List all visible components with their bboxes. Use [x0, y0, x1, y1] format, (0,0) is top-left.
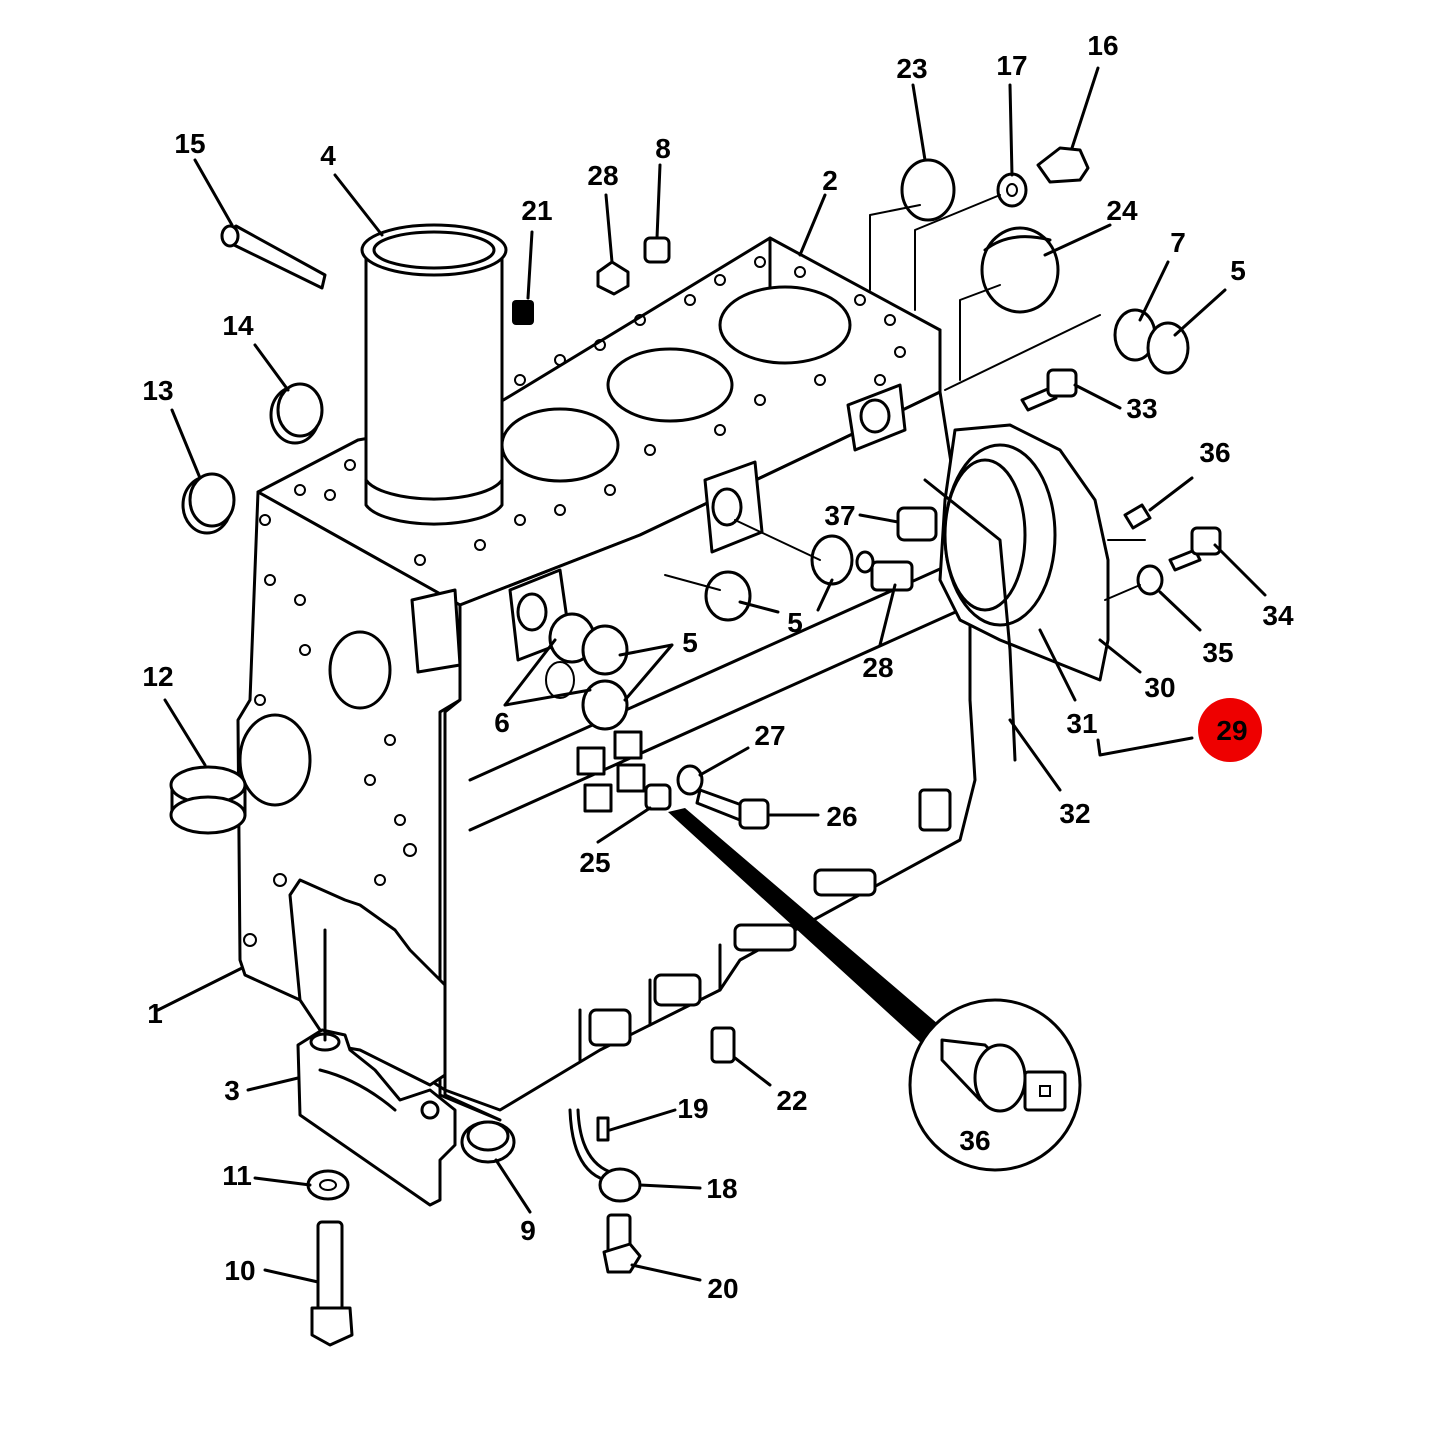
callout-36[interactable]: 36	[1199, 437, 1230, 468]
callout-23[interactable]: 23	[896, 53, 927, 84]
sensor	[644, 783, 672, 811]
callout-29[interactable]: 29	[1216, 715, 1247, 746]
callout-27[interactable]: 27	[754, 720, 785, 751]
callout-9[interactable]: 9	[520, 1215, 536, 1246]
callout-5[interactable]: 5	[1230, 255, 1246, 286]
piston-cooling-jet	[568, 1108, 642, 1203]
bolt	[1020, 368, 1078, 412]
core-plug	[900, 158, 956, 222]
callout-labels: 1 2 3 4 5 5 5 5 6 7 8 9 10 11 12 13 14 1…	[142, 30, 1294, 1304]
washer	[1136, 564, 1164, 596]
callout-35[interactable]: 35	[1202, 637, 1233, 668]
gasket	[923, 478, 1017, 762]
callout-30[interactable]: 30	[1144, 672, 1175, 703]
callout-26[interactable]: 26	[826, 801, 857, 832]
callout-5[interactable]: 5	[787, 607, 803, 638]
callout-34[interactable]: 34	[1262, 600, 1294, 631]
washer	[306, 1169, 350, 1201]
callout-6[interactable]: 6	[494, 707, 510, 738]
bolt	[1168, 526, 1222, 572]
core-plug-large	[980, 226, 1060, 314]
callout-14[interactable]: 14	[222, 310, 254, 341]
callout-2[interactable]: 2	[822, 165, 838, 196]
callout-31[interactable]: 31	[1066, 708, 1097, 739]
callout-8[interactable]: 8	[655, 133, 671, 164]
bolt	[676, 764, 770, 830]
sealing-washer	[996, 172, 1028, 208]
plug	[855, 550, 914, 592]
square-nuts	[576, 730, 646, 813]
callout-33[interactable]: 33	[1126, 393, 1157, 424]
callout-37[interactable]: 37	[824, 500, 855, 531]
dowel	[1123, 503, 1152, 530]
callout-13[interactable]: 13	[142, 375, 173, 406]
rear-seal-housing	[938, 423, 1110, 682]
callout-28[interactable]: 28	[862, 652, 893, 683]
callout-18[interactable]: 18	[706, 1173, 737, 1204]
callout-19[interactable]: 19	[677, 1093, 708, 1124]
callout-20[interactable]: 20	[707, 1273, 738, 1304]
main-bearing-cap	[296, 928, 457, 1207]
callout-15[interactable]: 15	[174, 128, 205, 159]
callout-28[interactable]: 28	[587, 160, 618, 191]
callout-22[interactable]: 22	[776, 1085, 807, 1116]
core-plug	[181, 472, 236, 535]
core-plug	[269, 382, 324, 445]
main-bearing-bolt	[310, 1220, 354, 1347]
highlight-marker-29[interactable]	[1198, 698, 1262, 762]
dowel-pin	[512, 300, 534, 325]
callout-3[interactable]: 3	[224, 1075, 240, 1106]
callout-10[interactable]: 10	[224, 1255, 255, 1286]
bolt	[602, 1213, 642, 1274]
callout-25[interactable]: 25	[579, 847, 610, 878]
dowel	[710, 1026, 736, 1064]
inset-label: 36	[959, 1125, 990, 1156]
callout-1[interactable]: 1	[147, 998, 163, 1029]
callout-32[interactable]: 32	[1059, 798, 1090, 829]
hex-plug	[1036, 146, 1090, 184]
camshaft-bush	[545, 534, 854, 731]
callout-4[interactable]: 4	[320, 140, 336, 171]
camshaft-bush	[169, 765, 247, 835]
callout-5[interactable]: 5	[682, 627, 698, 658]
adapter	[896, 506, 938, 542]
camshaft-bush	[1113, 308, 1190, 375]
sensor-inset: 36	[668, 808, 1082, 1172]
callout-7[interactable]: 7	[1170, 227, 1186, 258]
callout-17[interactable]: 17	[996, 50, 1027, 81]
threaded-plug	[643, 236, 671, 264]
callout-11[interactable]: 11	[222, 1160, 252, 1191]
callout-24[interactable]: 24	[1106, 195, 1138, 226]
callout-12[interactable]: 12	[142, 661, 173, 692]
drain-plug	[596, 260, 630, 296]
cylinder-liner	[360, 223, 508, 526]
callout-16[interactable]: 16	[1087, 30, 1118, 61]
leader-lines	[156, 66, 1267, 1284]
callout-21[interactable]: 21	[521, 195, 552, 226]
stud-bolt	[220, 224, 327, 290]
seal-ring	[460, 1120, 516, 1164]
